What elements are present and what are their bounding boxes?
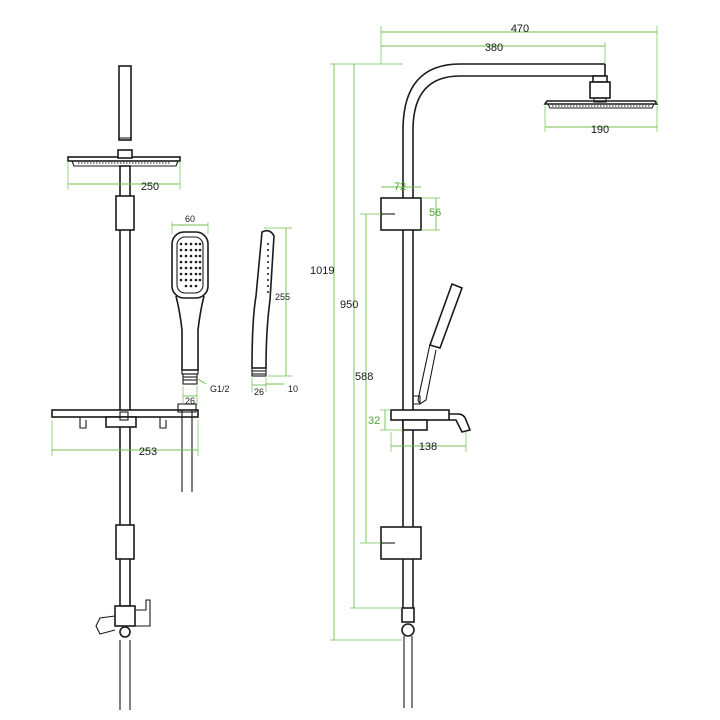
handshower-spray-holes bbox=[179, 242, 202, 288]
dim-handshower-width: 60 bbox=[185, 214, 195, 224]
dim-handshower-length: 255 bbox=[275, 292, 290, 302]
front-lower-hose bbox=[119, 640, 131, 710]
dim-handshower-base-side: 26 bbox=[254, 387, 264, 397]
front-shelf-hook-right bbox=[159, 417, 167, 429]
dim-total-height: 1019 bbox=[310, 265, 334, 277]
handshower-side-profile bbox=[251, 229, 275, 369]
side-slider bbox=[402, 419, 428, 431]
dim-head-width: 250 bbox=[141, 181, 159, 193]
dim-wall-offset: 72 bbox=[394, 181, 406, 193]
dim-shelf-height: 32 bbox=[368, 415, 380, 427]
front-lower-bracket bbox=[115, 524, 135, 560]
front-hose bbox=[181, 410, 193, 492]
front-inlet bbox=[95, 615, 116, 635]
handshower-thread-front bbox=[182, 373, 198, 385]
front-top-pipe bbox=[118, 65, 132, 141]
dim-arm-reach: 380 bbox=[485, 42, 503, 54]
dim-total-reach: 470 bbox=[511, 23, 529, 35]
handshower-side-detail: 255 26 10 bbox=[251, 227, 298, 397]
front-upper-bracket bbox=[115, 195, 135, 231]
dim-handshower-base-front: 26 bbox=[185, 396, 195, 406]
dim-column-height: 950 bbox=[340, 299, 358, 311]
front-diverter bbox=[114, 605, 136, 627]
handshower-thread-side bbox=[251, 367, 267, 377]
handshower-handle-front bbox=[175, 295, 205, 371]
side-diverter-knob bbox=[401, 623, 415, 637]
handshower-front-detail: 60 G1/2 26 bbox=[171, 214, 230, 406]
handshower-side-nozzles bbox=[267, 243, 269, 293]
front-valve-handle bbox=[135, 599, 151, 627]
side-head-connector bbox=[589, 81, 611, 99]
side-view: 470 380 190 72 56 1019 950 588 bbox=[310, 23, 659, 708]
side-shelf-hook bbox=[449, 413, 472, 433]
dim-handshower-depth: 10 bbox=[288, 384, 298, 394]
side-handshower-holder bbox=[413, 395, 421, 405]
front-view: 250 253 bbox=[51, 65, 199, 710]
front-slider bbox=[105, 416, 137, 428]
front-shelf-hook-left bbox=[79, 417, 87, 429]
dim-head-diameter: 190 bbox=[591, 124, 609, 136]
side-upper-bracket bbox=[380, 197, 422, 231]
dim-shelf-depth: 138 bbox=[419, 441, 437, 453]
dim-connector-thread: G1/2 bbox=[210, 384, 230, 394]
side-handshower bbox=[428, 282, 464, 349]
side-diverter bbox=[401, 607, 415, 623]
side-handshower-handle bbox=[417, 343, 437, 405]
dim-bracket-height: 56 bbox=[429, 207, 441, 219]
side-lower-hose bbox=[403, 636, 413, 708]
front-diverter-knob bbox=[119, 626, 131, 638]
dim-slide-distance: 588 bbox=[355, 371, 373, 383]
side-arm-outer bbox=[402, 63, 605, 131]
front-shelf bbox=[51, 409, 199, 418]
side-shelf bbox=[390, 409, 450, 421]
side-arm-inner bbox=[412, 75, 605, 131]
handshower-head-front bbox=[171, 231, 209, 299]
side-rain-head-nozzles bbox=[547, 103, 655, 109]
dim-shelf-width: 253 bbox=[139, 446, 157, 458]
